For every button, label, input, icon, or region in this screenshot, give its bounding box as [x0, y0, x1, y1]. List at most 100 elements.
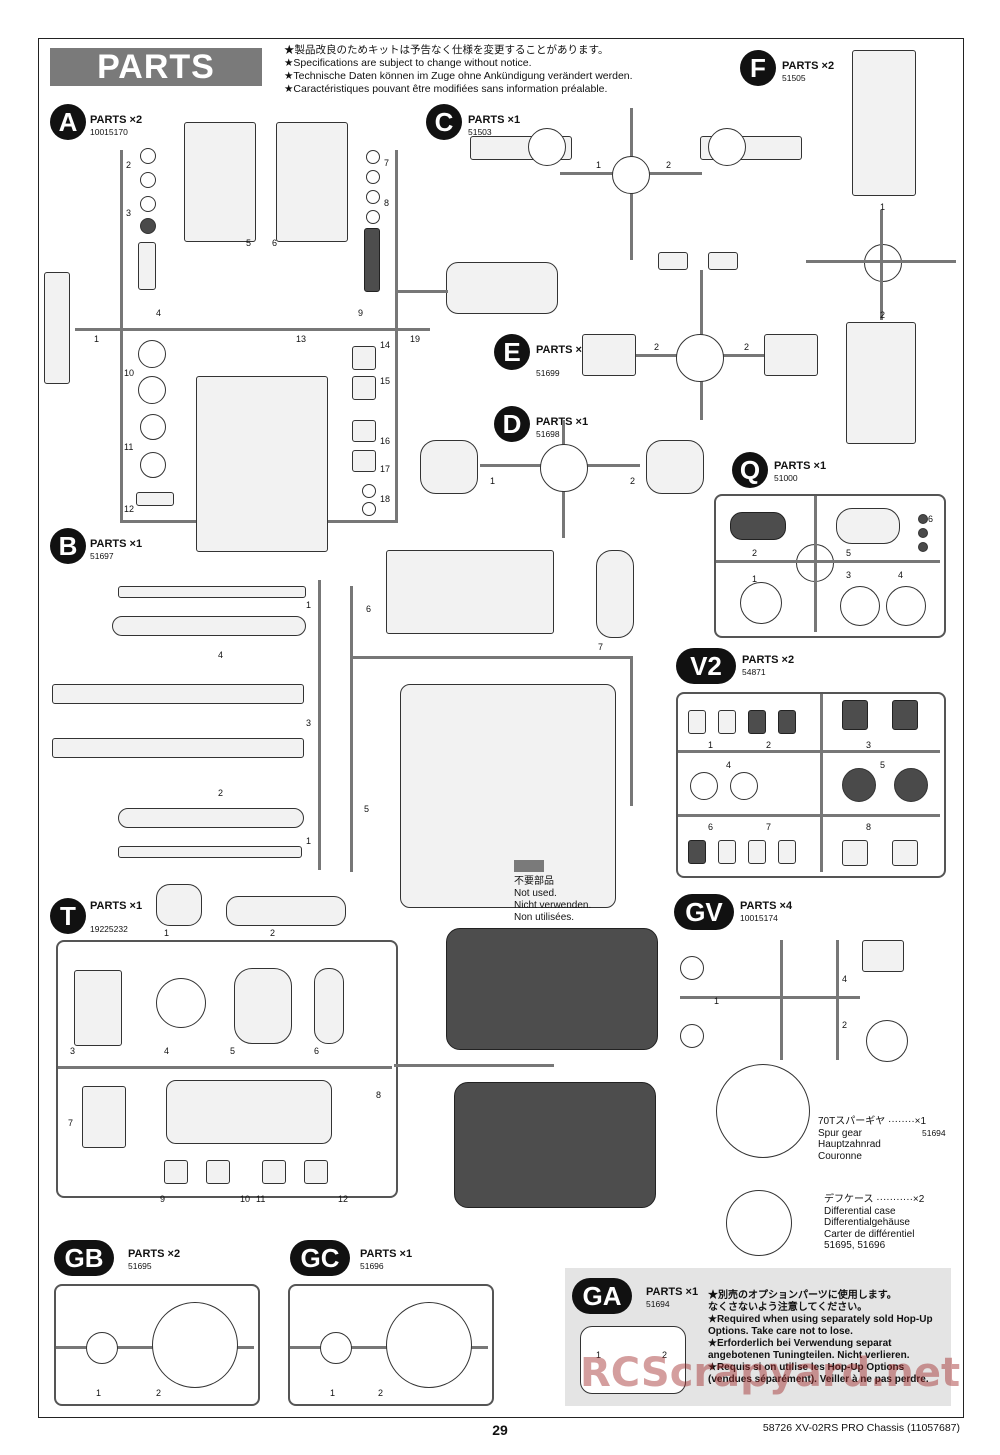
- num-a3: 3: [126, 208, 132, 218]
- part-t6: [314, 968, 344, 1044]
- part-b1: [118, 586, 306, 598]
- num-t2: 2: [270, 928, 276, 938]
- num-q2: 2: [752, 548, 758, 558]
- num-gb1: 1: [96, 1388, 102, 1398]
- part-f2: [846, 322, 916, 444]
- not-used-ja: 不要部品: [514, 876, 554, 887]
- label-gc: PARTS ×1: [360, 1248, 413, 1260]
- num-b2: 2: [218, 788, 224, 798]
- num-t8: 8: [376, 1090, 382, 1100]
- part-b4: [112, 616, 306, 636]
- spur-gear-partno: 51694: [922, 1128, 946, 1138]
- label-c: PARTS ×1: [468, 114, 521, 126]
- part-b7: [596, 550, 634, 638]
- page-number: 29: [492, 1422, 508, 1438]
- num-a2: 2: [126, 160, 132, 170]
- num-b4: 4: [218, 650, 224, 660]
- num-c2: 2: [666, 160, 672, 170]
- num-ga1: 1: [596, 1350, 602, 1360]
- part-t3: [74, 970, 122, 1046]
- num-t12: 12: [338, 1194, 349, 1204]
- partno-ga: 51694: [646, 1299, 670, 1309]
- num-gv4: 4: [842, 974, 848, 984]
- part-t5: [234, 968, 292, 1044]
- part-t2: [226, 896, 346, 926]
- num-c1: 1: [596, 160, 602, 170]
- part-a4: [138, 242, 156, 290]
- num-d1: 1: [490, 476, 496, 486]
- part-t13: [446, 928, 658, 1050]
- num-ga2: 2: [662, 1350, 668, 1360]
- spur-gear-ja: 70Tスパーギヤ ········×1: [818, 1116, 927, 1127]
- num-t9: 9: [160, 1194, 166, 1204]
- num-t1: 1: [164, 928, 170, 938]
- num-b3: 3: [306, 718, 312, 728]
- part-d2: [646, 440, 704, 494]
- watermark: RCScrapyard.net: [580, 1350, 961, 1396]
- num-a19: 19: [410, 334, 421, 344]
- num-e2b: 2: [744, 342, 750, 352]
- sprue-q: [714, 494, 946, 638]
- badge-t: T: [50, 898, 86, 934]
- partno-gb: 51695: [128, 1261, 152, 1271]
- ga-note-ja2: なくさないよう注意してください。: [708, 1302, 868, 1313]
- num-q6: 6: [928, 514, 934, 524]
- part-a1: [44, 272, 70, 384]
- badge-a: A: [50, 104, 86, 140]
- label-f: PARTS ×2: [782, 60, 835, 72]
- badge-b: B: [50, 528, 86, 564]
- not-used-de: Nicht verwenden.: [514, 900, 592, 911]
- partno-v2: 54871: [742, 667, 766, 677]
- sprue-gc: [288, 1284, 494, 1406]
- not-used-en: Not used.: [514, 888, 557, 899]
- partno-f: 51505: [782, 73, 806, 83]
- part-b1b: [118, 846, 302, 858]
- spur-gear-drawing: [716, 1064, 810, 1158]
- num-a4: 4: [156, 308, 162, 318]
- page-frame: [38, 38, 964, 1418]
- label-v2: PARTS ×2: [742, 654, 795, 666]
- num-t10: 10: [240, 1194, 251, 1204]
- part-a6: [276, 122, 348, 242]
- badge-c: C: [426, 104, 462, 140]
- num-gb2: 2: [156, 1388, 162, 1398]
- num-a16: 16: [380, 436, 391, 446]
- label-b: PARTS ×1: [90, 538, 143, 550]
- label-e: PARTS ×1: [536, 344, 589, 356]
- num-e2a: 2: [654, 342, 660, 352]
- num-v2-5: 5: [880, 760, 886, 770]
- part-t14: [454, 1082, 656, 1208]
- num-b7: 7: [598, 642, 604, 652]
- sprue-v2: [676, 692, 946, 878]
- num-b1: 1: [306, 600, 312, 610]
- ga-note: ★別売のオプションパーツに使用します。 なくさないよう注意してください。 ★Re…: [708, 1290, 946, 1386]
- part-b3a: [52, 684, 304, 704]
- partno-e: 51699: [536, 368, 560, 378]
- ga-note-ja1: ★別売のオプションパーツに使用します。: [708, 1290, 897, 1301]
- num-d2: 2: [630, 476, 636, 486]
- part-b6: [386, 550, 554, 634]
- sprue-t: [56, 940, 398, 1198]
- label-gv: PARTS ×4: [740, 900, 793, 912]
- part-a19: [446, 262, 558, 314]
- num-a5: 5: [246, 238, 252, 248]
- badge-gb: GB: [54, 1240, 114, 1276]
- label-gb: PARTS ×2: [128, 1248, 181, 1260]
- spur-gear-note: 70Tスパーギヤ ········×1 Spur gear Hauptzahnr…: [818, 1116, 926, 1162]
- diff-case-ja: デフケース ···········×2: [824, 1194, 925, 1205]
- num-gv1: 1: [714, 996, 720, 1006]
- partno-b: 51697: [90, 551, 114, 561]
- partno-d: 51698: [536, 429, 560, 439]
- part-ga: [580, 1326, 686, 1394]
- not-used-swatch: [514, 860, 544, 872]
- partno-c: 51503: [468, 127, 492, 137]
- footer-model: 58726 XV-02RS PRO Chassis (11057687): [762, 1422, 960, 1434]
- part-b3b: [52, 738, 304, 758]
- num-t11: 11: [256, 1194, 266, 1204]
- num-a12: 12: [124, 504, 135, 514]
- num-t4: 4: [164, 1046, 170, 1056]
- num-v2-1: 1: [708, 740, 714, 750]
- num-f1: 1: [880, 202, 886, 212]
- badge-f: F: [740, 50, 776, 86]
- partno-gv: 10015174: [740, 913, 778, 923]
